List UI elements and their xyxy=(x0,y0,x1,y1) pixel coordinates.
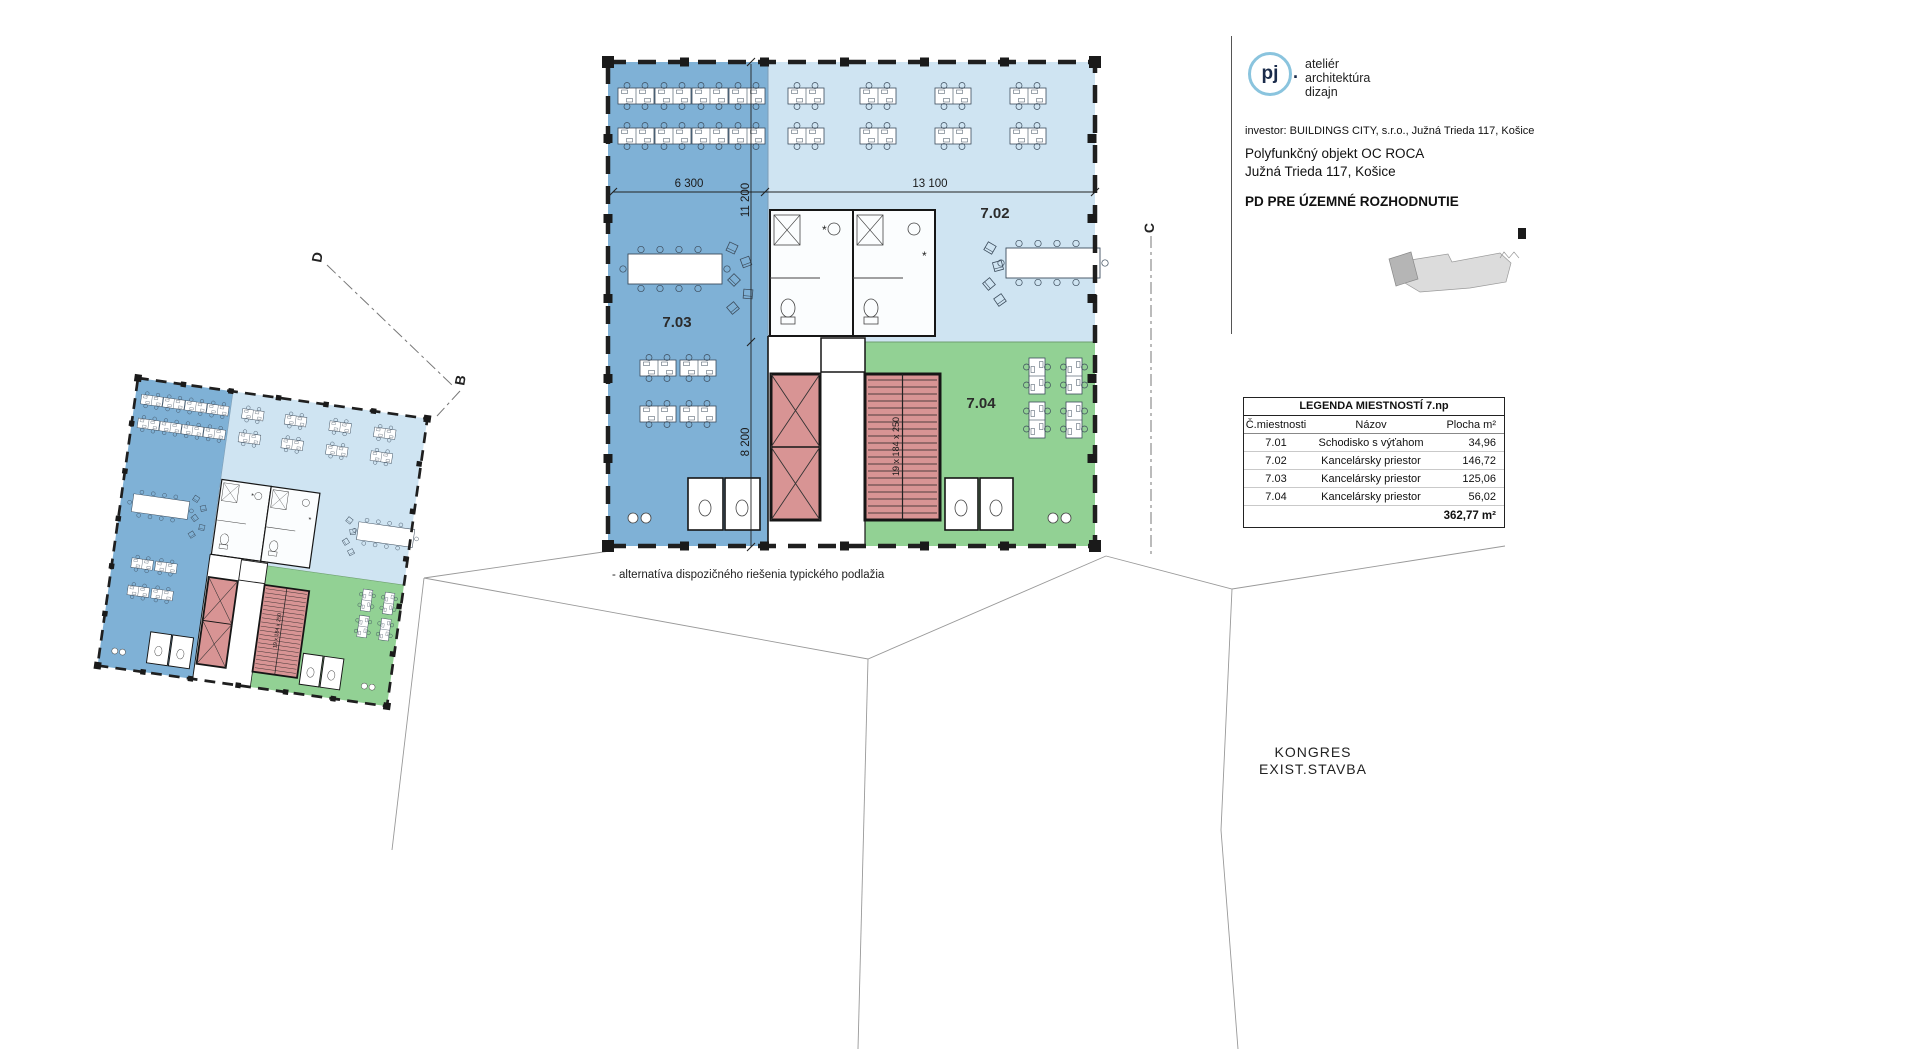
section-marker-c: C xyxy=(1141,223,1157,233)
room-area: 56,02 xyxy=(1468,490,1496,503)
dim-label-8200: 8 200 xyxy=(740,428,752,457)
room-label-704: 7.04 xyxy=(966,395,996,412)
legend-title: LEGENDA MIESTNOSTÍ 7.np xyxy=(1244,398,1504,416)
floor-plan-main xyxy=(602,56,1108,552)
room-label-702: 7.02 xyxy=(980,205,1009,222)
room-name: Kancelársky priestor xyxy=(1321,490,1421,503)
dim-label-6300: 6 300 xyxy=(675,178,704,190)
legend-row-704: 7.04 Kancelársky priestor 56,02 xyxy=(1244,488,1504,506)
studio-name-line3: dizajn xyxy=(1305,85,1338,99)
room-number: 7.01 xyxy=(1265,436,1287,449)
section-line-d xyxy=(326,264,453,386)
legend-col-num: Č.miestnosti xyxy=(1245,418,1307,431)
site-label-line1: KONGRES xyxy=(1274,744,1352,760)
legend-col-area: Plocha m² xyxy=(1446,418,1496,431)
room-name: Schodisko s výťahom xyxy=(1318,436,1424,449)
legend-row-703: 7.03 Kancelársky priestor 125,06 xyxy=(1244,470,1504,488)
studio-logo: pj xyxy=(1248,52,1292,96)
legend-col-name: Názov xyxy=(1355,418,1387,431)
logo-dot: . xyxy=(1293,62,1299,82)
section-line-b xyxy=(436,390,461,417)
section-marker-d: D xyxy=(308,251,326,264)
studio-name-line2: architektúra xyxy=(1305,71,1371,85)
plan-caption: - alternatíva dispozičného riešenia typi… xyxy=(612,569,885,581)
room-number: 7.04 xyxy=(1265,490,1287,503)
site-boundary-lines xyxy=(391,545,1506,1049)
legend-header-row: Č.miestnosti Názov Plocha m² xyxy=(1244,416,1504,434)
investor-line: investor: BUILDINGS CITY, s.r.o., Južná … xyxy=(1245,125,1535,137)
room-number: 7.03 xyxy=(1265,472,1287,485)
titleblock-divider xyxy=(1231,36,1232,334)
room-label-703: 7.03 xyxy=(662,314,691,331)
room-area: 125,06 xyxy=(1462,472,1496,485)
floor-plan-rotated xyxy=(94,374,436,711)
project-stage: PD PRE ÚZEMNÉ ROZHODNUTIE xyxy=(1245,194,1459,209)
site-sketch xyxy=(1388,228,1526,293)
dimension-lines xyxy=(608,57,1100,552)
legend-row-701: 7.01 Schodisko s výťahom 34,96 xyxy=(1244,434,1504,452)
dim-label-13100: 13 100 xyxy=(912,178,947,190)
logo-monogram: pj xyxy=(1261,63,1279,84)
room-name: Kancelársky priestor xyxy=(1321,454,1421,467)
dim-label-11200: 11 200 xyxy=(740,183,752,217)
project-name: Polyfunkčný objekt OC ROCA xyxy=(1245,146,1425,161)
legend-row-702: 7.02 Kancelársky priestor 146,72 xyxy=(1244,452,1504,470)
room-name: Kancelársky priestor xyxy=(1321,472,1421,485)
section-marker-b: B xyxy=(451,374,469,387)
studio-name-line1: ateliér xyxy=(1305,57,1340,71)
site-label: KONGRES EXIST.STAVBA xyxy=(1228,744,1398,778)
room-area: 34,96 xyxy=(1468,436,1496,449)
room-number: 7.02 xyxy=(1265,454,1287,467)
site-label-line2: EXIST.STAVBA xyxy=(1259,761,1367,777)
legend-total-area: 362,77 m² xyxy=(1443,510,1496,522)
project-address: Južná Trieda 117, Košice xyxy=(1245,164,1396,179)
legend-table: LEGENDA MIESTNOSTÍ 7.np Č.miestnosti Náz… xyxy=(1243,397,1505,528)
room-area: 146,72 xyxy=(1462,454,1496,467)
